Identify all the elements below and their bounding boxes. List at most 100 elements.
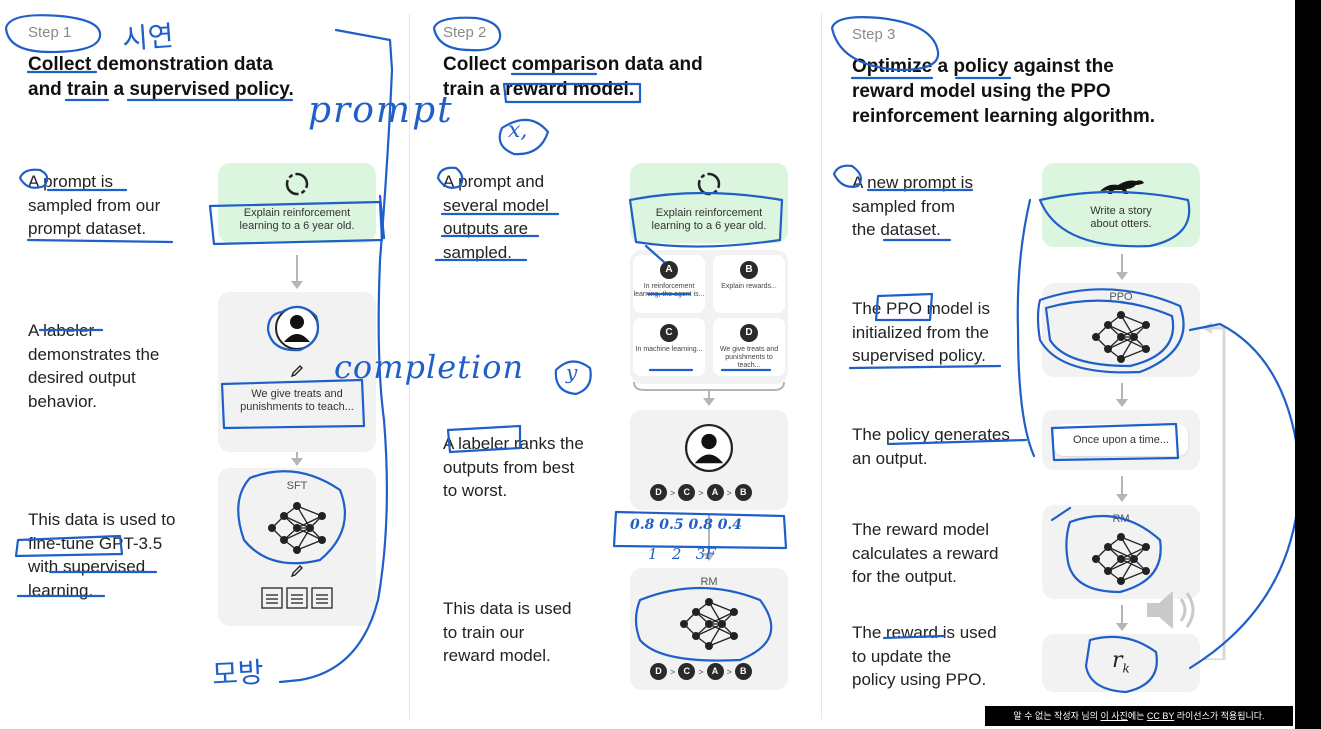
flow-arrow — [1116, 254, 1128, 280]
desc-line: reward model. — [443, 646, 551, 665]
rm-label: RM — [700, 576, 718, 588]
network-node — [306, 524, 314, 532]
step-1-badge: Step 1 — [28, 24, 72, 41]
desc-line: outputs from best — [443, 457, 575, 477]
otter-icon — [1100, 180, 1144, 194]
step-1-desc-labeler: A labeler demonstrates the desired outpu… — [28, 319, 159, 413]
flow-arrow — [291, 452, 303, 466]
annotation-prompt: prompt — [308, 90, 454, 131]
step-1-title: Collect demonstration data and train a s… — [28, 52, 294, 102]
desc-line: sampled. — [443, 242, 512, 262]
flow-arrow — [1116, 383, 1128, 407]
demo-text: We give treats and punishments to teach.… — [222, 388, 372, 414]
license-notice: 알 수 없는 작성자 님의 이 사진에는 CC BY 라이선스가 적용됩니다. — [985, 706, 1293, 726]
network-node — [280, 536, 288, 544]
network-node — [268, 524, 276, 532]
rank-badge: B — [734, 484, 752, 501]
rank-gt: > — [698, 666, 704, 677]
speaker-icon[interactable] — [1143, 585, 1205, 635]
flow-arrow — [291, 255, 303, 289]
rank-gt: > — [670, 487, 676, 498]
network-node — [1142, 345, 1150, 353]
step-2-prompt-panel: Explain reinforcement learning to a 6 ye… — [630, 163, 788, 243]
output-badge: C — [660, 324, 678, 342]
rank-gt: > — [726, 666, 732, 677]
annotation-x1: x, — [508, 118, 528, 143]
rank-gt: > — [698, 487, 704, 498]
title-line: train a reward model. — [443, 79, 635, 100]
rank-badge: C — [678, 484, 696, 501]
desc-line: to train our — [443, 622, 525, 642]
prompt-text: Explain reinforcement learning to a 6 ye… — [222, 207, 372, 233]
network-node — [1092, 555, 1100, 563]
step-3-output-panel: Once upon a time... — [1042, 410, 1200, 470]
network-edge — [708, 635, 735, 647]
sft-label: SFT — [286, 480, 308, 492]
desc-line: to update the — [852, 646, 952, 666]
step-1-desc-finetune: This data is used to fine-tune GPT-3.5 w… — [28, 508, 175, 602]
desc-line: demonstrates the — [28, 344, 160, 364]
desc-line: with supervised — [28, 557, 146, 576]
annotation-korean-1: 시연 — [121, 19, 175, 56]
step-2-desc-train: This data is used to train our reward mo… — [443, 597, 572, 668]
step-3-desc-ppo-init: The PPO model is initialized from the su… — [852, 297, 990, 368]
prompt-dataset-icon — [285, 172, 309, 196]
network-edge — [1120, 314, 1147, 326]
step-3-desc-new-prompt: A new prompt is sampled from the dataset… — [852, 171, 973, 242]
network-node — [1104, 321, 1112, 329]
network-node — [680, 620, 688, 628]
prompt-dataset-icon — [697, 172, 721, 196]
desc-line: The PPO model is — [852, 299, 990, 318]
step-3-desc-reward-model: The reward model calculates a reward for… — [852, 518, 998, 589]
rank-badge: B — [734, 663, 752, 680]
labeler-avatar-icon — [275, 306, 319, 350]
prompt-text: Explain reinforcement learning to a 6 ye… — [634, 207, 784, 233]
prompt-line: Write a story — [1090, 205, 1152, 217]
license-cc-by-link[interactable]: CC BY — [1146, 711, 1175, 721]
desc-line: This data is used — [443, 599, 572, 618]
annotation-completion: completion — [334, 348, 525, 386]
ranking-row: D > C > A > B — [650, 484, 752, 501]
step-3-reward-panel: rk — [1042, 634, 1200, 692]
license-photo-link[interactable]: 이 사진 — [1100, 711, 1128, 721]
desc-line: A labeler ranks the — [443, 434, 584, 453]
network-node — [705, 598, 713, 606]
neural-network-icon — [680, 598, 738, 650]
network-node — [1117, 555, 1125, 563]
step-2-desc-sampled: A prompt and several model outputs are s… — [443, 170, 549, 264]
network-node — [293, 546, 301, 554]
column-divider — [821, 14, 822, 719]
step-3-ppo-panel: PPO — [1042, 283, 1200, 377]
step-2-rm-panel: RM D > C > A > B — [630, 568, 788, 690]
network-node — [1117, 577, 1125, 585]
merge-bracket — [633, 382, 785, 406]
desc-line: outputs are — [443, 219, 529, 238]
output-card-a: A In reinforcement learning, the agent i… — [633, 255, 705, 313]
pencil-icon — [290, 365, 303, 378]
title-line: Optimize a policy against the — [852, 56, 1114, 77]
annotation-y: y — [566, 360, 578, 384]
network-node — [705, 642, 713, 650]
demo-line: We give treats and — [251, 388, 343, 400]
network-node — [1117, 355, 1125, 363]
output-text: In reinforcement learning, the agent is.… — [633, 283, 705, 298]
neural-network-icon — [1092, 533, 1150, 585]
network-node — [692, 632, 700, 640]
network-node — [293, 524, 301, 532]
output-text: Explain rewards... — [721, 283, 777, 290]
step-2-badge: Step 2 — [443, 24, 487, 41]
step-1-desc-prompt: A prompt is sampled from our prompt data… — [28, 170, 160, 241]
labeler-avatar-icon — [685, 424, 733, 472]
desc-line: the dataset. — [852, 220, 941, 239]
desc-line: fine-tune GPT-3.5 — [28, 533, 163, 553]
desc-line: A prompt is — [28, 172, 114, 191]
desc-line: policy using PPO. — [852, 670, 987, 689]
title-line: reinforcement learning algorithm. — [852, 106, 1155, 127]
rank-badge: A — [706, 663, 724, 680]
desc-line: supervised policy. — [852, 346, 986, 365]
network-node — [318, 512, 326, 520]
prompt-line: about otters. — [1090, 218, 1152, 230]
step-1-sft-panel: SFT — [218, 468, 376, 626]
rank-badge: C — [678, 663, 696, 680]
flow-arrow — [1116, 605, 1128, 631]
